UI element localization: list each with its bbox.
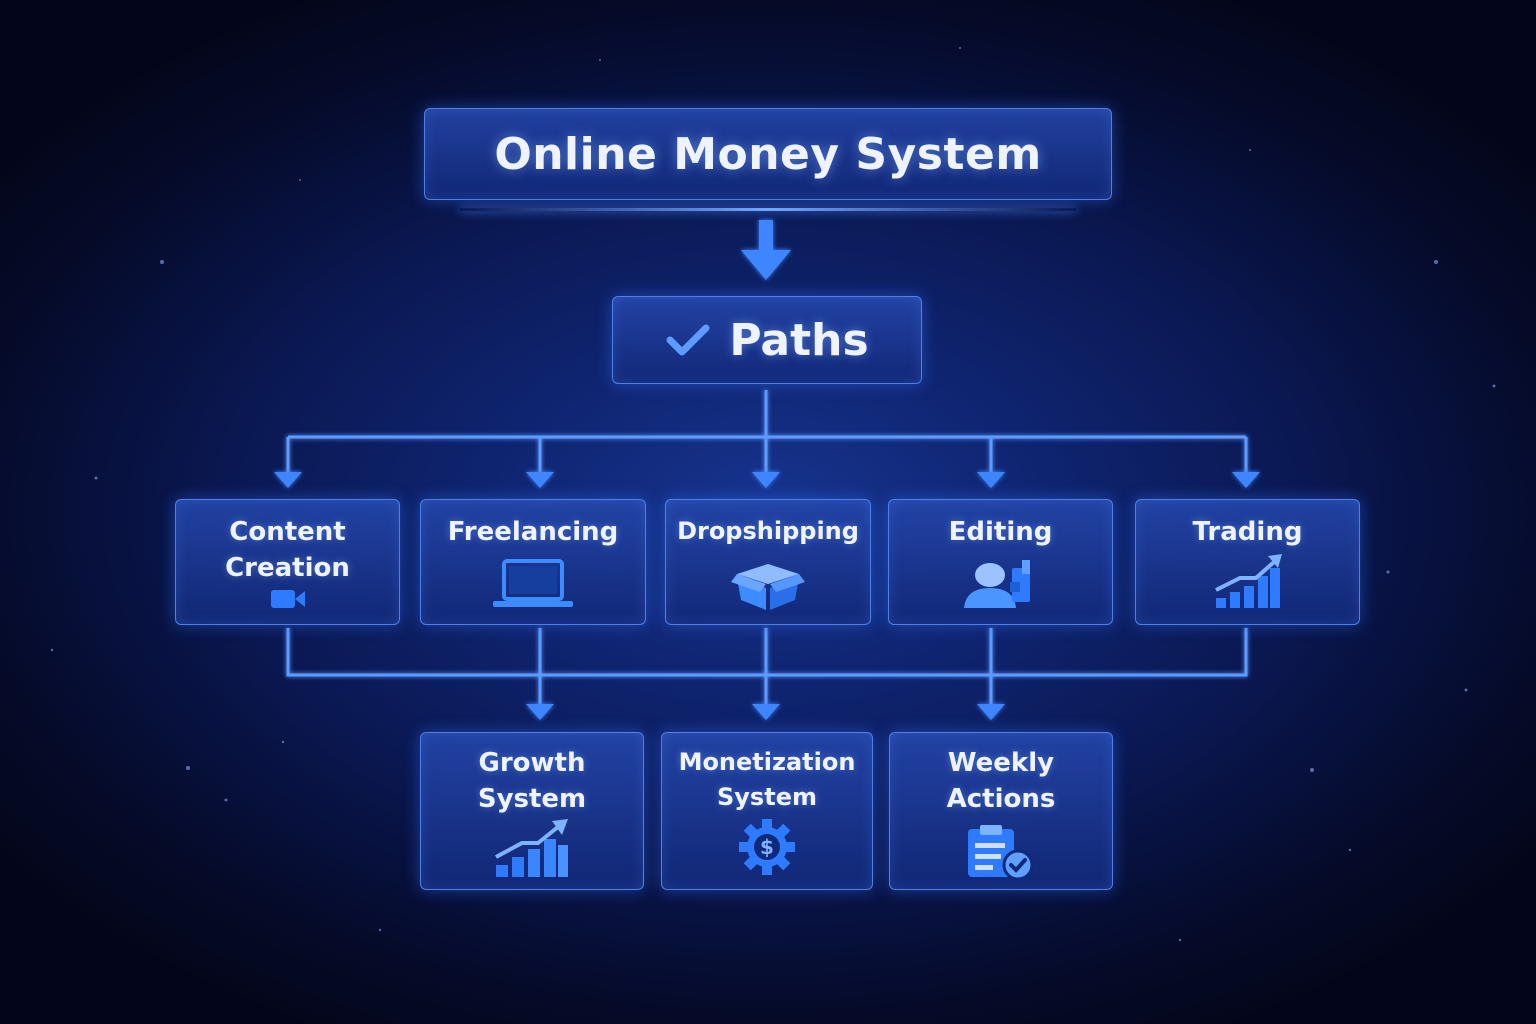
- system-card-weekly-actions: Weekly Actions: [889, 732, 1113, 890]
- path-card-label: Dropshipping: [677, 517, 859, 545]
- system-card-monetization: Monetization System $: [661, 732, 873, 890]
- video-camera-icon: [270, 590, 305, 608]
- path-card-dropshipping: Dropshipping: [665, 499, 871, 625]
- trend-chart-icon: [1214, 554, 1282, 608]
- path-card-freelancing: Freelancing: [420, 499, 646, 625]
- arrow-down-icon: [526, 704, 554, 720]
- arrow-down-icon: [526, 472, 554, 488]
- arrow-down-icon: [1232, 472, 1260, 488]
- arrow-down-icon: [977, 704, 1005, 720]
- title-underline-glow: [460, 208, 1076, 211]
- path-card-content-creation: Content Creation: [175, 499, 400, 625]
- arrow-down-icon: [741, 220, 791, 280]
- growth-chart-icon: [495, 819, 568, 877]
- title-box: Online Money System: [424, 108, 1112, 200]
- path-card-editing: Editing: [888, 499, 1113, 625]
- system-card-label: Weekly Actions: [946, 748, 1056, 814]
- arrow-down-icon: [977, 472, 1005, 488]
- arrow-down-icon: [752, 472, 780, 488]
- path-card-label: Editing: [948, 517, 1053, 547]
- diagram-title: Online Money System: [494, 128, 1042, 180]
- svg-text:$: $: [760, 835, 774, 859]
- path-card-label: Freelancing: [447, 517, 619, 547]
- system-card-label: Monetization System: [678, 748, 856, 811]
- package-box-icon: [731, 564, 805, 610]
- system-card-growth: Growth System: [420, 732, 644, 890]
- user-edit-icon: [963, 560, 1030, 608]
- dollar-gear-icon: $: [739, 819, 795, 875]
- arrow-down-icon: [752, 704, 780, 720]
- path-card-label: Content Creation: [225, 517, 350, 583]
- checklist-icon: [968, 825, 1034, 881]
- paths-node: Paths: [612, 296, 922, 384]
- system-card-label: Growth System: [477, 748, 587, 814]
- path-card-label: Trading: [1192, 517, 1303, 547]
- checkmark-icon: [666, 324, 710, 356]
- laptop-icon: [493, 559, 573, 607]
- path-card-trading: Trading: [1135, 499, 1360, 625]
- arrow-down-icon: [274, 472, 302, 488]
- paths-label: Paths: [729, 314, 869, 366]
